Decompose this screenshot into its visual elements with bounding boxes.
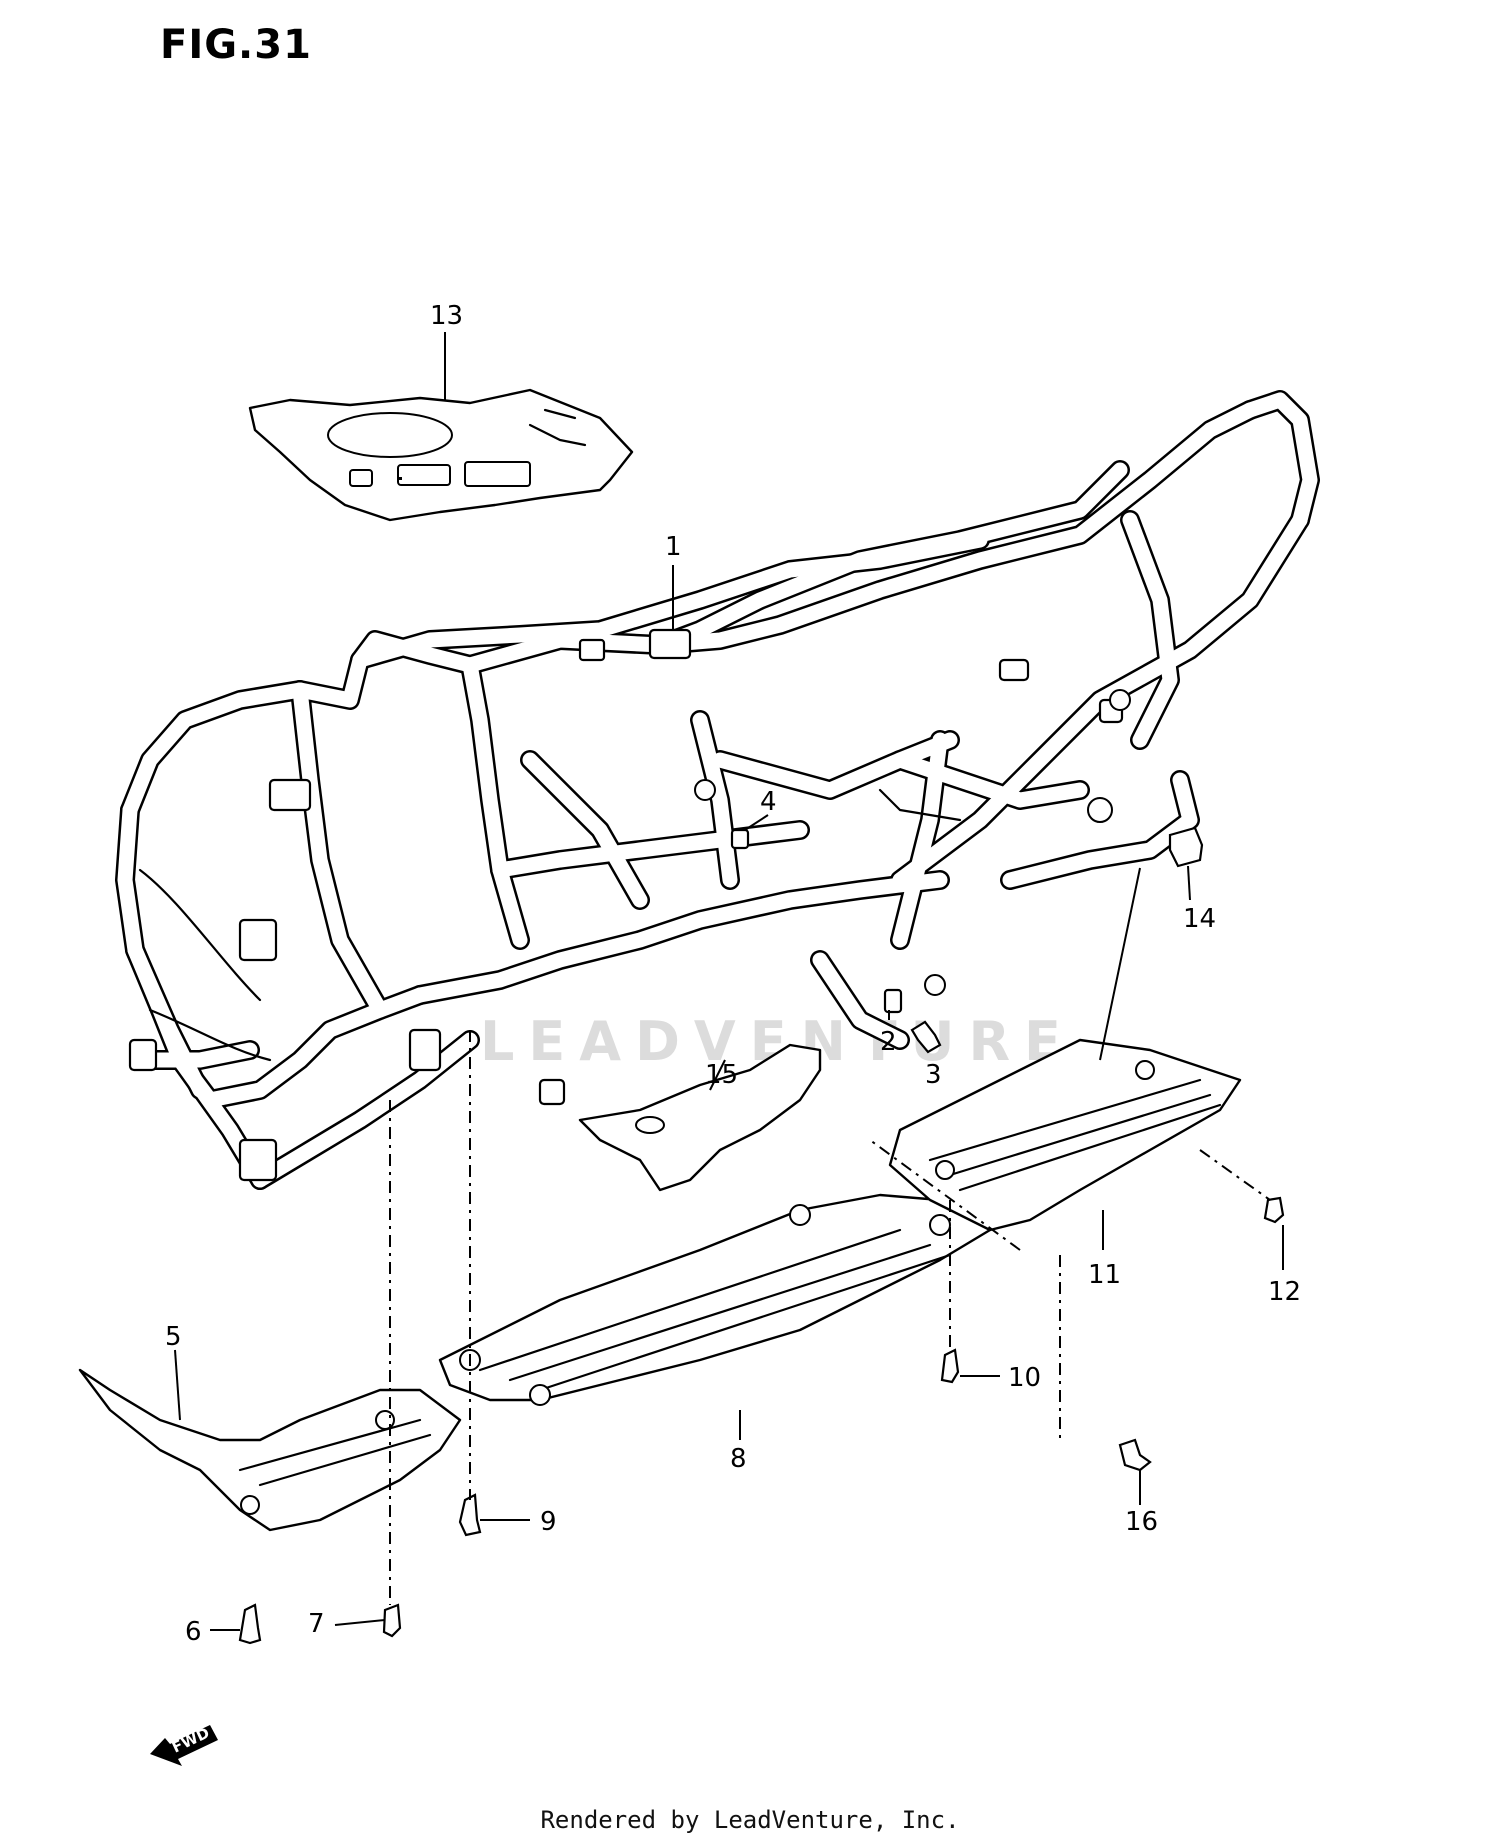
leader-lines <box>174 332 1284 1631</box>
part-5-skid-plate <box>78 1368 462 1532</box>
callout-8: 8 <box>730 1444 747 1474</box>
part-13-cover <box>248 388 634 522</box>
hardware-bolts <box>238 1196 1285 1645</box>
callout-12: 12 <box>1268 1277 1301 1307</box>
callout-labels: 1 2 3 4 5 6 7 8 9 10 11 12 13 14 15 16 <box>165 301 1301 1647</box>
assembly-lines <box>389 1030 1271 1605</box>
callout-4: 4 <box>760 787 777 817</box>
part-2-3-bolt <box>883 988 942 1054</box>
callout-15: 15 <box>705 1060 738 1090</box>
callout-13: 13 <box>430 301 463 331</box>
callout-9: 9 <box>540 1507 557 1537</box>
footer-credit: Rendered by LeadVenture, Inc. <box>540 1806 960 1834</box>
callout-5: 5 <box>165 1322 182 1352</box>
callout-10: 10 <box>1008 1363 1041 1393</box>
part-15-guard <box>578 1043 822 1192</box>
part-8-skid-plate <box>438 1193 992 1406</box>
fwd-arrow-icon: FWD <box>150 1724 218 1766</box>
callout-6: 6 <box>185 1617 202 1647</box>
callout-2: 2 <box>880 1027 897 1057</box>
callout-7: 7 <box>308 1609 325 1639</box>
part-11-skid-plate <box>888 1038 1242 1232</box>
callout-14: 14 <box>1183 904 1216 934</box>
figure-title: FIG.31 <box>160 22 312 68</box>
part-1-frame <box>115 390 1320 1190</box>
callout-1: 1 <box>665 532 682 562</box>
part-4-nut <box>730 828 750 850</box>
callout-3: 3 <box>925 1060 942 1090</box>
callout-16: 16 <box>1125 1507 1158 1537</box>
part-14-bumper <box>1168 826 1204 868</box>
callout-11: 11 <box>1088 1260 1121 1290</box>
